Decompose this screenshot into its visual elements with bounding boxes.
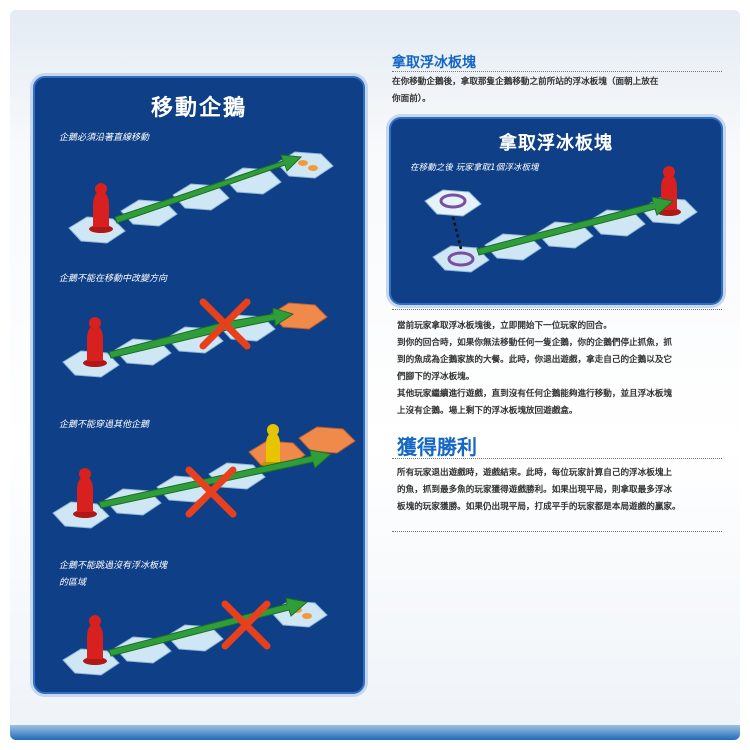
take-tile-caption: 在移動之後 玩家拿取1個浮冰板塊 — [410, 163, 539, 173]
diagram-take-tile — [424, 166, 698, 273]
move-penguin-title: 移動企鵝 — [150, 96, 247, 121]
penguin-red-1 — [89, 183, 113, 233]
penguin-red-3 — [73, 468, 97, 518]
rule-no-pass: 企鵝不能穿過其他企鵝 — [59, 420, 150, 430]
fish-ring — [447, 251, 475, 267]
lifted-tile — [424, 189, 482, 217]
rule-no-turn: 企鵝不能在移動中改變方向 — [59, 274, 168, 284]
ice-tile-row — [68, 151, 334, 244]
diagram-no-gap — [62, 597, 328, 676]
take-tile-intro-1: 在你移動企鵝後，拿取那隻企鵝移動之前所站的浮冰板塊（面朝上放在 — [392, 77, 659, 87]
take-tile-intro-2: 你面前）。 — [392, 94, 431, 104]
green-arrow — [98, 449, 333, 509]
move-penguin-panel: 移動企鵝 企鵝必須沿著直線移動 企鵝不能在移動中改變方向 — [33, 76, 365, 694]
orange-tile — [270, 302, 328, 330]
rule-no-gap-1: 企鵝不能跳過沒有浮冰板塊 — [59, 561, 168, 571]
divider — [392, 309, 722, 310]
victory-text-3: 板塊的玩家獲勝。如果仍出現平局，打成平手的玩家都是本局遊戲的贏家。 — [397, 502, 681, 512]
turn-text-2: 到你的回合時，如果你無法移動任何一隻企鵝，你的企鵝們停止抓魚，抓 — [397, 338, 673, 348]
cross-icon — [199, 298, 251, 350]
penguin-yellow — [262, 424, 284, 468]
green-arrow — [476, 196, 675, 256]
dashed-connector — [451, 216, 463, 250]
take-tile-panel: 拿取浮冰板塊 在移動之後 玩家拿取1個浮冰板塊 — [389, 117, 723, 305]
turn-text-1: 當前玩家拿取浮冰板塊後，立即開始下一位玩家的回合。 — [397, 321, 612, 331]
take-tile-box-title: 拿取浮冰板塊 — [499, 133, 613, 154]
page-bottom-bar — [10, 725, 740, 740]
fish-marks — [298, 160, 318, 171]
diagram-no-pass — [52, 424, 356, 529]
divider — [392, 531, 722, 532]
penguin-red-2 — [83, 317, 107, 367]
turn-text-4: 們腳下的浮冰板塊。 — [397, 372, 475, 382]
cross-icon — [221, 600, 271, 650]
take-tile-heading: 拿取浮冰板塊 — [392, 55, 476, 71]
divider — [392, 458, 722, 459]
turn-text-6: 上沒有企鵝。場上剩下的浮冰板塊放回遊戲盒。 — [397, 406, 578, 416]
victory-text-2: 的魚，抓到最多魚的玩家獲得遊戲勝利。如果出現平局，則拿取最多浮冰 — [397, 485, 673, 495]
green-arrow — [108, 307, 295, 359]
penguin-red-4 — [83, 615, 107, 665]
divider — [392, 71, 722, 72]
cross-icon — [185, 466, 237, 518]
orange-tile — [298, 426, 356, 454]
diagram-straight-move — [68, 151, 334, 244]
rule-no-gap-2: 的區域 — [59, 578, 87, 588]
turn-text-3: 到的魚成為企鵝家族的大餐。此時，你退出遊戲，拿走自己的企鵝以及它 — [397, 355, 673, 365]
green-arrow — [114, 154, 303, 224]
turn-text-5: 其他玩家繼續進行遊戲，直到沒有任何企鵝能夠進行移動，並且浮冰板塊 — [397, 389, 673, 399]
victory-text-1: 所有玩家退出遊戲時，遊戲結束。此時，每位玩家計算自己的浮冰板塊上 — [397, 468, 673, 478]
rule-straight-line: 企鵝必須沿著直線移動 — [59, 133, 150, 143]
victory-heading: 獲得勝利 — [397, 435, 477, 459]
diagram-no-turn — [62, 298, 328, 378]
